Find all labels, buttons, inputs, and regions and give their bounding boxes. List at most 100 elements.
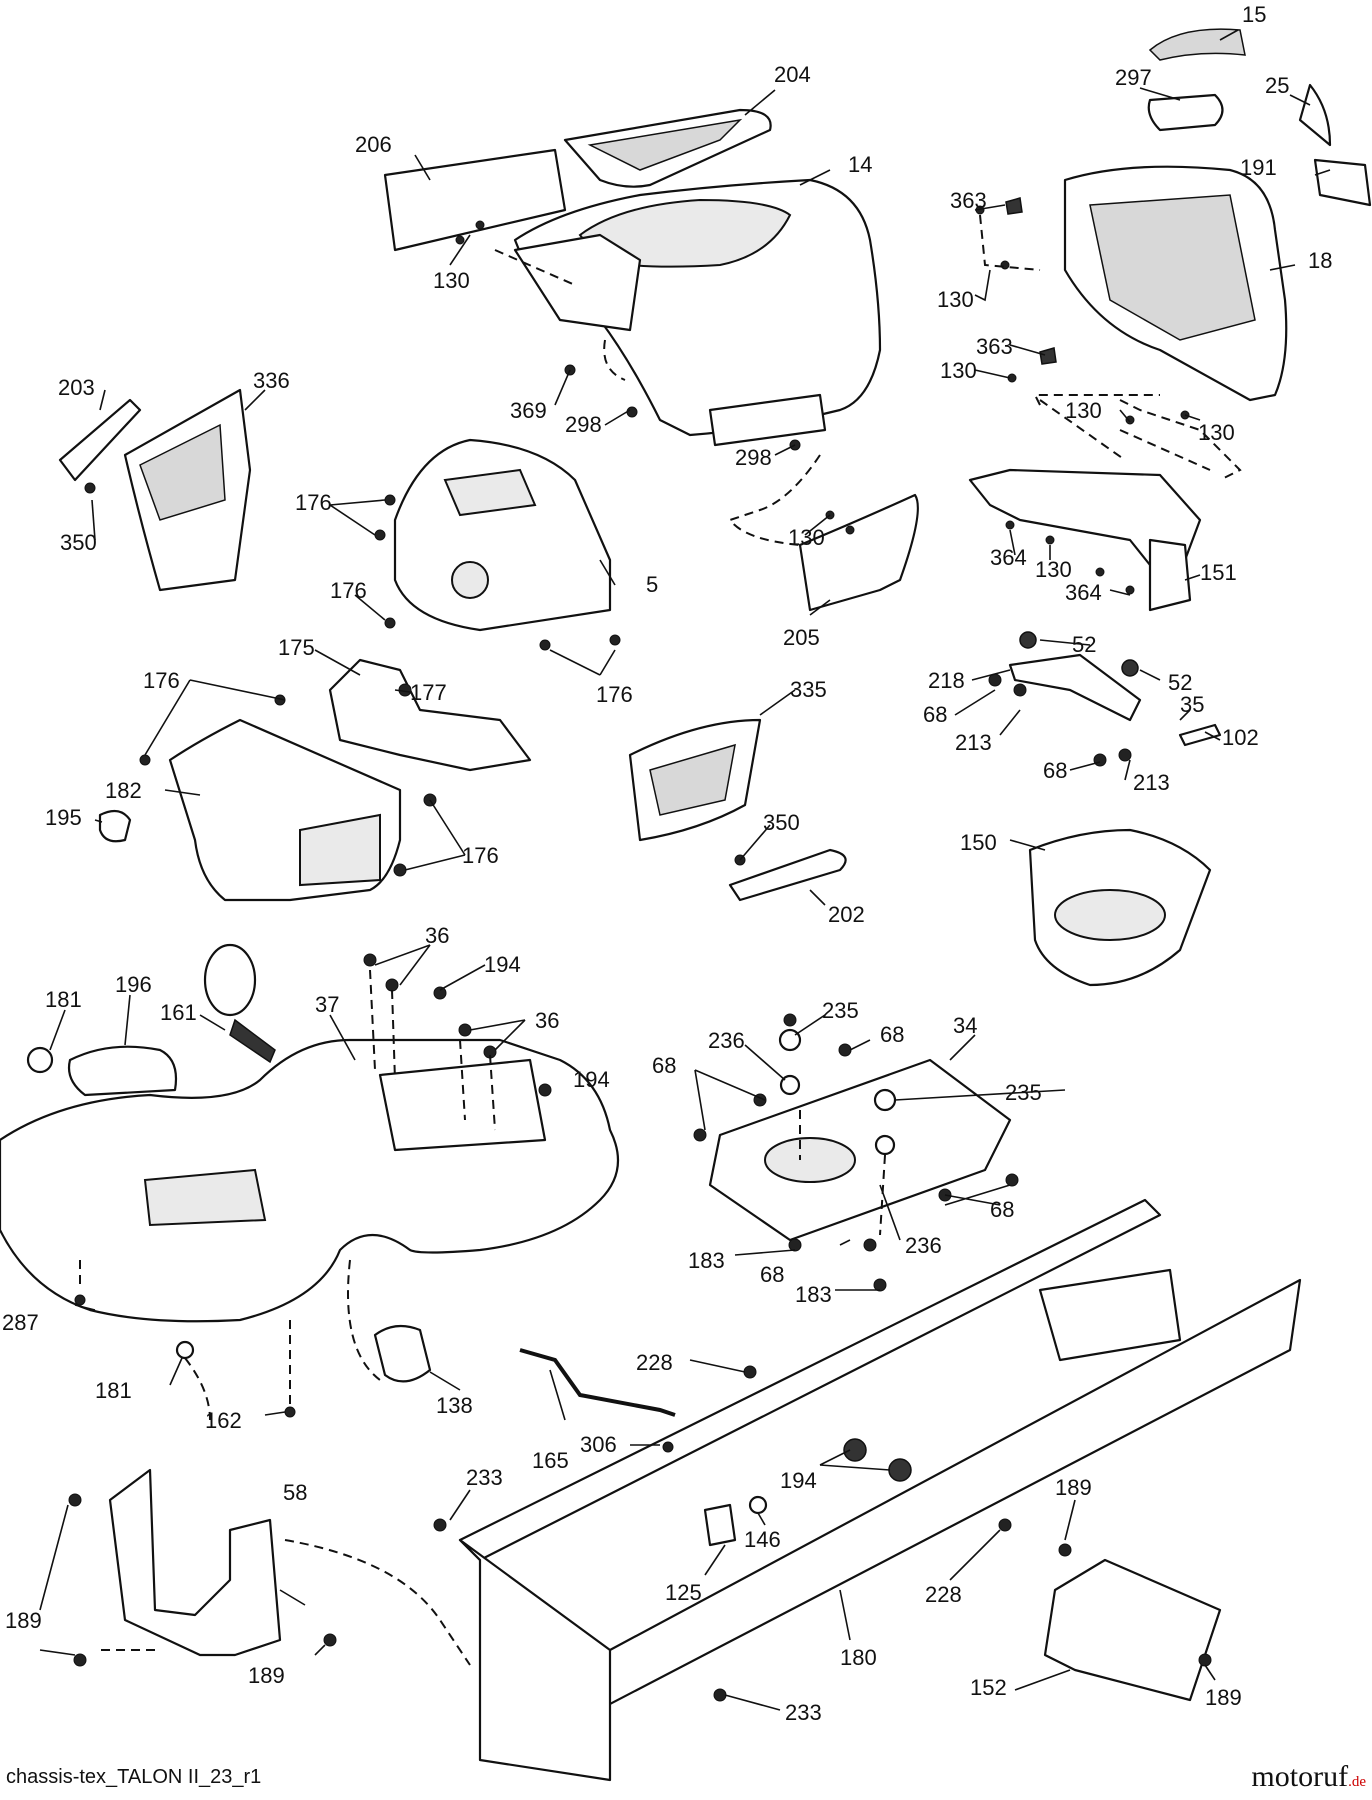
label-part-336: 336 [253,368,290,393]
label-part-183-right: 183 [795,1282,832,1307]
part-138-boot [373,1324,432,1383]
part-195-cap [98,809,132,843]
label-part-130-right: 130 [1198,420,1235,445]
part-180-crossmember [1038,1268,1182,1362]
part-202-trim [728,848,847,902]
label-part-58: 58 [283,1480,307,1505]
label-part-176-console-top: 176 [143,668,180,693]
part-180-frame-front [458,1538,612,1782]
part-336-grille-mesh [139,423,226,521]
label-part-236-top: 236 [708,1028,745,1053]
label-part-130-mid: 130 [1065,398,1102,423]
part-203-bracket [58,398,142,482]
label-part-130-bracket: 130 [1035,557,1072,582]
part-14-hood-vent [708,393,827,447]
label-part-202: 202 [828,902,865,927]
label-part-306: 306 [580,1432,617,1457]
part-152-shield [1043,1558,1222,1702]
part-165-rod [519,1348,676,1417]
label-part-181-top: 181 [45,987,82,1012]
label-part-182: 182 [105,778,142,803]
label-part-36-mid: 36 [535,1008,559,1033]
part-236-washer-b [874,1134,896,1156]
drawing-caption: chassis-tex_TALON II_23_r1 [6,1766,262,1788]
label-part-37: 37 [315,992,339,1017]
label-part-181-bottom: 181 [95,1378,132,1403]
label-part-130-mid-left: 130 [940,358,977,383]
label-part-298-left: 298 [565,412,602,437]
part-194-nut-frame-a [843,1438,867,1462]
part-25-lens [1298,83,1332,147]
part-37-footrest-cutout [143,1168,267,1227]
part-181-grommet-b [175,1340,195,1360]
label-part-191: 191 [1240,155,1277,180]
part-191-headlight [1313,158,1372,207]
label-part-175: 175 [278,635,315,660]
part-125-bracket [703,1503,737,1547]
label-part-298-right: 298 [735,445,772,470]
label-part-235-top: 235 [822,998,859,1023]
label-part-68-plate-bottom: 68 [760,1262,784,1287]
label-part-102: 102 [1222,725,1259,750]
label-part-162: 162 [205,1408,242,1433]
label-part-189-right-top: 189 [1055,1475,1092,1500]
label-part-151: 151 [1200,560,1237,585]
label-part-195: 195 [45,805,82,830]
leader-lines [39,29,1331,1711]
label-part-228-top: 228 [636,1350,673,1375]
label-part-228-bottom: 228 [925,1582,962,1607]
label-part-52-top: 52 [1072,632,1096,657]
label-part-68-plate-right: 68 [990,1197,1014,1222]
label-part-213-top: 213 [955,730,992,755]
label-part-180: 180 [840,1645,877,1670]
label-part-335: 335 [790,677,827,702]
part-363-clip-b [1039,347,1057,365]
label-part-213-bottom: 213 [1133,770,1170,795]
part-206-side-panel [383,148,567,252]
label-part-14: 14 [848,152,872,177]
part-235-spacer-b [873,1088,897,1112]
label-part-15: 15 [1242,2,1266,27]
label-part-5: 5 [646,572,658,597]
label-part-236-bottom: 236 [905,1233,942,1258]
label-part-196: 196 [115,972,152,997]
part-5-dash-panel [393,438,612,632]
label-part-204: 204 [774,62,811,87]
label-part-194-top: 194 [484,952,521,977]
label-part-176-dash-left: 176 [330,578,367,603]
part-161-seal-ring [203,943,257,1017]
label-part-25: 25 [1265,73,1289,98]
label-part-176-dash-top: 176 [295,490,332,515]
label-part-138: 138 [436,1393,473,1418]
part-205-side-cover [798,493,919,612]
label-part-235-right: 235 [1005,1080,1042,1105]
part-5-dash-recess [443,468,537,517]
part-hood-bracket [513,233,642,332]
label-part-176-console-right: 176 [462,843,499,868]
label-part-35: 35 [1180,692,1204,717]
label-part-233-bottom: 233 [785,1700,822,1725]
label-part-183-left: 183 [688,1248,725,1273]
label-part-34: 34 [953,1013,977,1038]
label-part-152: 152 [970,1675,1007,1700]
label-part-161: 161 [160,1000,197,1025]
part-102-latch [1178,723,1222,747]
label-part-194-frame: 194 [780,1468,817,1493]
label-part-369: 369 [510,398,547,423]
label-part-68-plate-left: 68 [652,1053,676,1078]
label-part-350-left: 350 [60,530,97,555]
label-part-206: 206 [355,132,392,157]
part-146-cap [748,1495,768,1515]
part-5-steering-hole [451,561,489,599]
label-part-364-bottom: 364 [1065,580,1102,605]
part-18-grille-mesh [1089,194,1256,341]
assembly-lines [79,214,1242,1666]
brand-suffix: .de [1348,1774,1366,1790]
part-labels: 15 204 297 25 14 206 191 363 18 130 130 … [2,2,1332,1725]
brand-name: motoruf [1251,1760,1349,1793]
part-218-mounting-plate [1008,653,1142,722]
label-part-205: 205 [783,625,820,650]
label-part-189-left-top: 189 [5,1608,42,1633]
label-part-189-right-bottom: 189 [1205,1685,1242,1710]
